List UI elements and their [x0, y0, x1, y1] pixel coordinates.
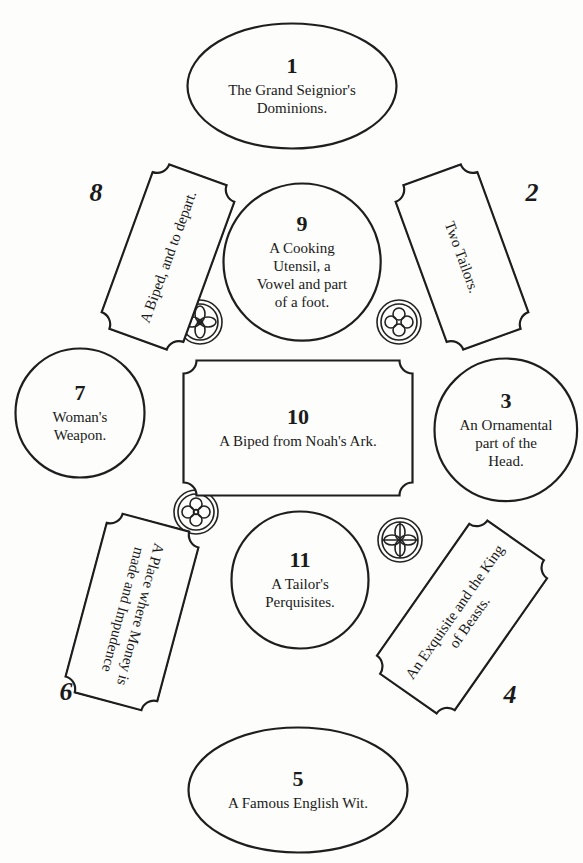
callout-number: 7	[75, 382, 86, 404]
callout-number: 6	[60, 679, 73, 705]
place-border-line	[97, 160, 239, 354]
place-text: 10 A Biped from Noah's Ark.	[208, 406, 388, 450]
place-outline: 10 A Biped from Noah's Ark.	[182, 359, 414, 497]
place-text: 11 A Tailor's Perquisites.	[251, 549, 349, 611]
place-text: 9 A Cooking Utensil, a Vowel and part of …	[253, 213, 351, 311]
callout-number: 9	[296, 213, 307, 235]
place-text: 3 An Ornamental part of the Head.	[458, 390, 554, 470]
clue-text: A Cooking Utensil, a Vowel and part of a…	[253, 239, 351, 311]
table-place: 7Woman's Weapon.	[14, 347, 146, 479]
place-border-line	[232, 512, 369, 649]
clue-text: A Tailor's Perquisites.	[251, 575, 349, 611]
place-outline: A Biped, and to depart.	[95, 158, 240, 356]
table-place: Two Tailors.2	[373, 212, 551, 302]
clue-text: Woman's Weapon.	[34, 408, 126, 444]
place-border-line	[391, 160, 533, 354]
place-text: 5 A Famous English Wit.	[218, 768, 378, 812]
place-outline: A Place where Money is made and Impudenc…	[60, 509, 203, 716]
callout-number: 4	[504, 682, 517, 708]
place-border-line	[189, 728, 408, 853]
table-place: 9 A Cooking Utensil, a Vowel and part of …	[222, 182, 382, 342]
callout-number: 10	[287, 406, 309, 428]
callout-number: 3	[500, 390, 511, 412]
place-text: 7Woman's Weapon.	[34, 382, 126, 444]
callout-number: 5	[293, 768, 304, 790]
callout-number: 8	[90, 180, 103, 206]
place-border-line	[223, 183, 380, 340]
place-outline: 7Woman's Weapon.	[14, 347, 146, 479]
table-place: 5 A Famous English Wit.	[187, 726, 409, 854]
callout-number: 1	[287, 55, 298, 77]
table-place: 3 An Ornamental part of the Head.	[433, 357, 579, 503]
clue-text: An Ornamental part of the Head.	[458, 416, 554, 470]
place-border-line	[184, 361, 413, 496]
callout-number: 2	[526, 180, 539, 206]
place-outline: 5 A Famous English Wit.	[187, 726, 409, 854]
place-border	[187, 726, 409, 854]
clue-text: A Biped from Noah's Ark.	[219, 432, 376, 450]
clue-text: The Grand Seignior's Dominions.	[217, 81, 367, 117]
table-place: An Exquisite and the King of Beasts.4	[367, 568, 557, 666]
place-border-line	[435, 359, 578, 502]
clue-text: A Famous English Wit.	[228, 794, 368, 812]
table-place: A Place where Money is made and Impudenc…	[38, 563, 226, 661]
place-border-line	[369, 513, 554, 721]
table-place: 1The Grand Seignior's Dominions.	[186, 22, 398, 150]
place-outline: 1The Grand Seignior's Dominions.	[186, 22, 398, 150]
place-border-line	[62, 510, 202, 713]
place-outline: 9 A Cooking Utensil, a Vowel and part of …	[222, 182, 382, 342]
place-border	[182, 359, 414, 497]
callout-number: 11	[290, 549, 311, 571]
table-place: 10 A Biped from Noah's Ark.	[182, 359, 414, 497]
place-outline: 3 An Ornamental part of the Head.	[433, 357, 579, 503]
place-border-line	[188, 24, 397, 149]
place-outline: 11 A Tailor's Perquisites.	[230, 510, 370, 650]
place-border-line	[16, 349, 145, 478]
place-text: 1The Grand Seignior's Dominions.	[217, 55, 367, 117]
table-place: 11 A Tailor's Perquisites.	[230, 510, 370, 650]
